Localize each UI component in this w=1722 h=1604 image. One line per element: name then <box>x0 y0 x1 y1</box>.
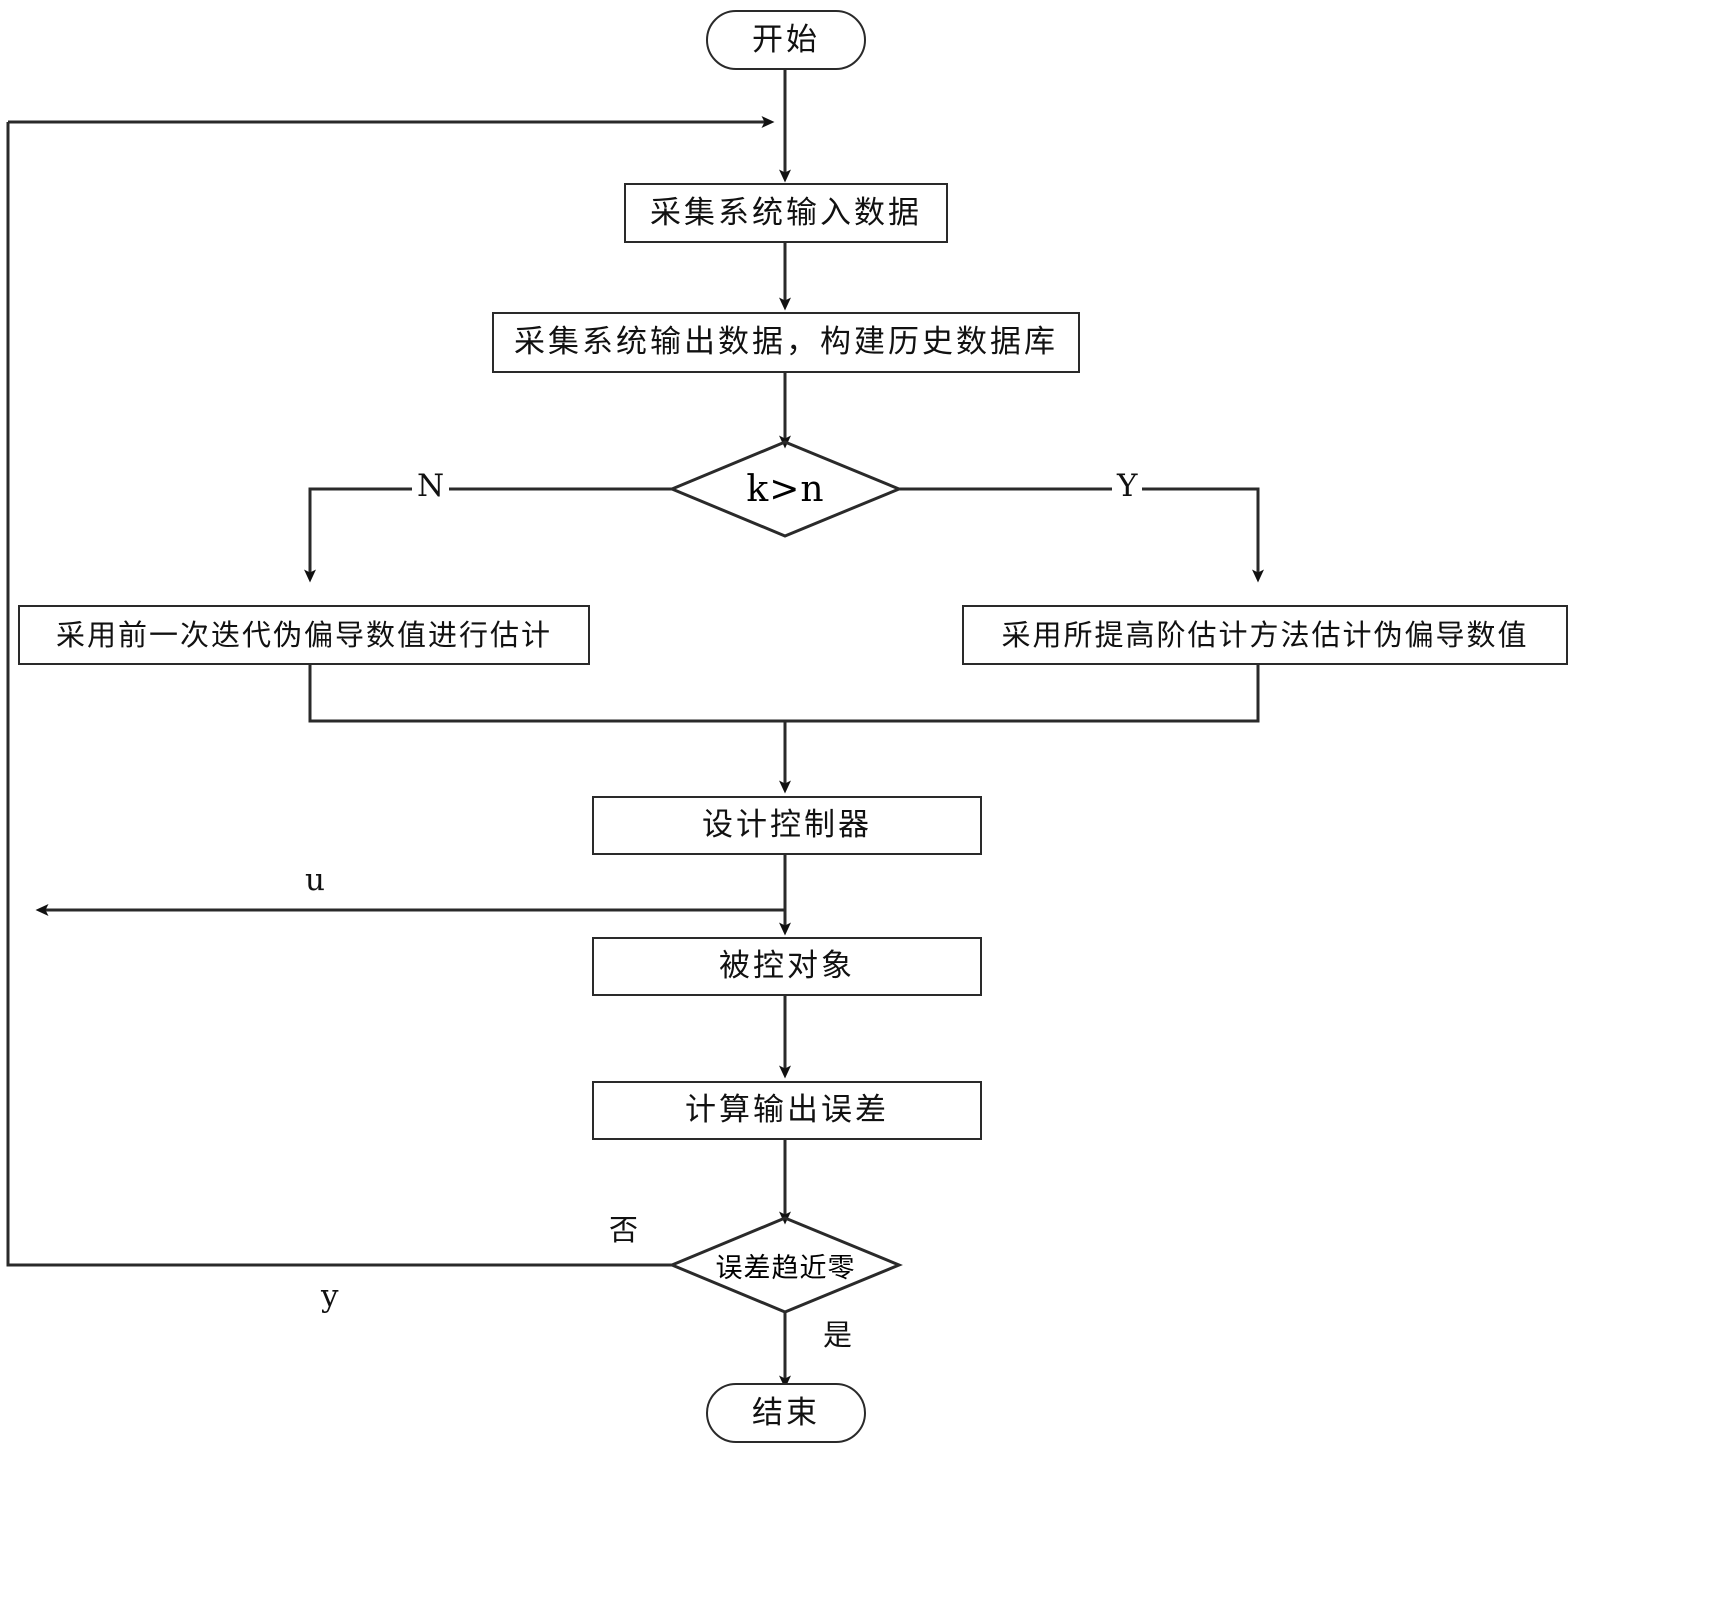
edge-decision-no <box>304 487 672 583</box>
node-prev-iteration-estimate[interactable]: 采用前一次迭代伪偏导数值进行估计 <box>18 605 590 665</box>
edge-label-control-signal-u: u <box>300 865 330 896</box>
node-start-label: 开始 <box>752 21 820 58</box>
node-decision-error-near-zero-label: 误差趋近零 <box>715 1252 856 1284</box>
edge-error-no-loop <box>6 122 672 1267</box>
node-end-label: 结束 <box>752 1394 820 1431</box>
node-design-controller[interactable]: 设计控制器 <box>592 796 982 855</box>
node-calculate-output-error[interactable]: 计算输出误差 <box>592 1081 982 1140</box>
node-collect-output[interactable]: 采集系统输出数据，构建历史数据库 <box>492 312 1080 373</box>
edge-label-kn-no: N <box>412 471 450 502</box>
edge-label-error-yes: 是 <box>818 1321 858 1350</box>
edge-label-error-no: 否 <box>604 1216 644 1245</box>
node-decision-kn-label: k>n <box>746 468 825 510</box>
node-plant[interactable]: 被控对象 <box>592 937 982 996</box>
node-collect-output-label: 采集系统输出数据，构建历史数据库 <box>514 324 1058 360</box>
node-decision-error-near-zero[interactable]: 误差趋近零 <box>672 1218 899 1312</box>
decision-kn-shape <box>668 440 903 538</box>
node-high-order-estimate-label: 采用所提高阶估计方法估计伪偏导数值 <box>1001 617 1529 652</box>
node-collect-input-label: 采集系统输入数据 <box>650 194 922 231</box>
node-plant-label: 被控对象 <box>719 948 855 984</box>
node-collect-input[interactable]: 采集系统输入数据 <box>624 183 948 243</box>
node-calculate-output-error-label: 计算输出误差 <box>685 1092 889 1128</box>
node-end[interactable]: 结束 <box>706 1383 866 1443</box>
node-high-order-estimate[interactable]: 采用所提高阶估计方法估计伪偏导数值 <box>962 605 1568 665</box>
node-prev-iteration-estimate-label: 采用前一次迭代伪偏导数值进行估计 <box>55 617 552 652</box>
node-decision-kn[interactable]: k>n <box>672 442 899 536</box>
node-start[interactable]: 开始 <box>706 10 866 70</box>
node-design-controller-label: 设计控制器 <box>702 807 872 843</box>
edge-decision-yes <box>899 487 1264 583</box>
edge-label-kn-yes: Y <box>1112 471 1143 502</box>
decision-err-shape <box>668 1216 903 1314</box>
edge-label-feedback-y: y <box>316 1281 344 1312</box>
edge-branch-merge <box>308 665 1260 723</box>
